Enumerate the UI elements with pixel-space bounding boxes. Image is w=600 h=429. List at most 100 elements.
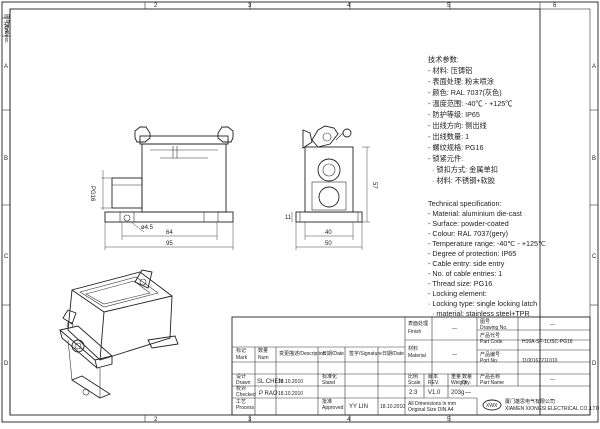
approved-by: YY LIN — [349, 404, 368, 410]
rev-hdr-sign: 签字/Signature — [349, 350, 382, 357]
tb-partcode-value: H16A-SF-1L/SC-PG16 — [522, 339, 573, 345]
stand-en: Stand — [322, 380, 335, 386]
dim-40-label: 40 — [325, 230, 332, 236]
tb-material-cn: 材料 — [408, 345, 418, 352]
approved-cn: 批准 — [322, 398, 332, 405]
tb-orig-size-note: Original Size DIN A4 — [408, 407, 454, 413]
spec-en-2: - Surface: powder-coated — [428, 219, 509, 228]
spec-en-1: - Material: aluminium die-cast — [428, 209, 522, 218]
tb-finish-en: Finish — [408, 329, 422, 335]
drawn-en: Drawn — [236, 380, 251, 386]
rev-hdr-mark: 标记 — [236, 347, 246, 354]
spec-en-4: - Temperature range: -40℃ - +125℃ — [428, 239, 546, 248]
process-en: Process — [236, 405, 255, 411]
checked-date: 18.10.2010 — [278, 391, 303, 397]
tb-finish-cn: 表面处理 — [408, 320, 428, 327]
spec-cn-block: 技术参数: - 材料: 压铸铝 - 表面处理: 粉末喷涂 - 颜色: RAL 7… — [428, 55, 512, 185]
tb-material-value: — — [452, 352, 457, 358]
spec-cn-9: - 锁紧元件: — [428, 154, 463, 163]
tb-portno-value: 1100162211010 — [522, 358, 558, 364]
tb-material-en: Material — [408, 353, 426, 359]
tb-rev-value: V1.0 — [428, 390, 441, 396]
checked-en: Checked — [236, 392, 256, 398]
tb-weight-en: Weight — [451, 380, 467, 386]
rev-hdr-qty-en: Num — [258, 355, 269, 361]
tb-scale-value: 2:3 — [409, 390, 418, 396]
rev-hdr-qty: 数量 — [258, 347, 268, 354]
rev-hdr-date2: 日期/Date — [382, 351, 404, 357]
grid-row-c-r: C — [592, 254, 597, 260]
grid-col-5: 5 — [447, 3, 451, 9]
spec-en-block: Technical specification: - Material: alu… — [428, 199, 546, 318]
tb-qty-value: — — [465, 390, 471, 396]
spec-cn-8: - 螺纹规格: PG16 — [428, 143, 484, 152]
tb-partcode-en: Part Code — [480, 339, 503, 345]
spec-cn-7: - 出线数量: 1 — [428, 132, 469, 141]
checked-by: P RAO — [259, 391, 278, 397]
grid-row-b: B — [4, 156, 8, 162]
tb-drawno-cn: 图号 — [480, 319, 490, 325]
spec-en-3: - Colour: RAL 7037(gery) — [428, 229, 508, 238]
tb-portno-en: Port No. — [480, 358, 498, 364]
margin-label-1: 图号/Drw — [3, 14, 9, 35]
grid-row-d-r: D — [592, 361, 597, 367]
tb-rev-en: REV. — [428, 380, 439, 386]
spec-cn-5: - 防护等级: IP65 — [428, 110, 480, 119]
grid-col-3-b: 3 — [248, 417, 252, 423]
isometric-view — [59, 269, 179, 399]
spec-cn-0: 技术参数: — [428, 55, 459, 64]
grid-row-a-r: A — [592, 64, 596, 70]
spec-en-10: · Locking type: single locking latch — [428, 299, 537, 308]
tb-partname-en: Part Name — [480, 380, 504, 386]
grid-row-a: A — [4, 64, 8, 70]
spec-cn-11: · 材料: 不锈钢+软胶 — [432, 176, 495, 185]
company-name-cn: 厦门雄思电气有限公司 — [505, 398, 555, 405]
spec-cn-6: - 出线方向: 侧出线 — [428, 121, 487, 130]
spec-en-11: · material: stainless steel+TPR — [432, 309, 530, 318]
stand-cn: 标准化 — [322, 373, 337, 380]
tb-partcode-cn: 产品代号 — [480, 332, 500, 339]
logo-text: XWX — [486, 403, 498, 409]
tb-partname-value: — — [550, 377, 555, 383]
drawn-by: SL CHEN — [257, 379, 283, 385]
side-view: 57 11 40 50 — [285, 125, 377, 250]
spec-cn-10: · 锁扣方式: 金属单扣 — [432, 165, 498, 174]
process-cn: 工艺 — [236, 399, 246, 405]
tb-scale-en: Scale — [408, 380, 421, 386]
grid-col-2-b: 2 — [154, 417, 158, 423]
tb-weight-cn: 重量 — [451, 373, 461, 380]
spec-cn-3: - 颜色: RAL 7037(灰色) — [428, 88, 502, 97]
grid-col-6: 6 — [553, 3, 557, 9]
dim-50-label: 50 — [325, 241, 332, 247]
grid-col-4-b: 4 — [347, 417, 351, 423]
grid-row-d: D — [4, 361, 9, 367]
company-logo: XWX — [482, 399, 502, 411]
grid-ticks-top — [2, 2, 598, 422]
dim-57-label: 57 — [371, 182, 377, 189]
tb-drawno-value: — — [550, 322, 555, 328]
spec-en-7: - No. of cable entries: 1 — [428, 269, 502, 278]
dim-11-label: 11 — [285, 215, 292, 221]
tb-units-note: All Dimensions in mm — [408, 401, 456, 407]
company-name-en: XIAMEN XIONGSI ELECTRICAL CO.,LTD — [505, 406, 600, 412]
tb-rev-cn: 版本 — [428, 373, 438, 380]
title-block — [231, 316, 591, 416]
dim-64-label: 64 — [166, 230, 173, 236]
tb-partname-cn: 产品名称 — [480, 373, 500, 380]
tb-finish-value: — — [452, 326, 457, 332]
spec-cn-2: - 表面处理: 粉末喷涂 — [428, 77, 494, 86]
dim-hole-label: ø4.5 — [141, 225, 154, 231]
margin-label-2: Qty/Desc — [3, 22, 9, 43]
grid-col-4: 4 — [347, 3, 351, 9]
spec-cn-1: - 材料: 压铸铝 — [428, 66, 472, 75]
tb-qty-cn: 数量 — [462, 373, 472, 380]
approved-date: 18.10.2010 — [380, 404, 405, 410]
rev-hdr-mark-en: Mark — [236, 355, 248, 361]
spec-en-9: - Locking element: — [428, 289, 487, 298]
grid-col-2: 2 — [154, 3, 158, 9]
grid-col-5-b: 5 — [447, 417, 451, 423]
spec-en-5: - Degree of protection: IP65 — [428, 249, 516, 258]
